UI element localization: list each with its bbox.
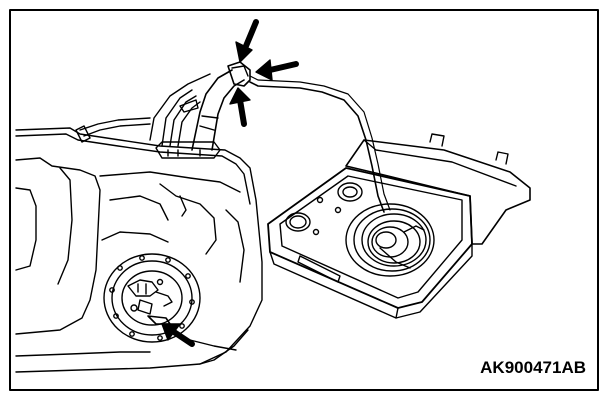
test-hose-outline bbox=[249, 75, 391, 211]
figure-code: AK900471AB bbox=[480, 358, 586, 377]
test-kit-case bbox=[267, 133, 531, 319]
fuel-pump-module bbox=[103, 253, 201, 343]
callout-arrows bbox=[161, 19, 299, 347]
arrow-pump bbox=[161, 323, 195, 347]
fuel-tank bbox=[15, 127, 263, 373]
pump-line bbox=[189, 339, 237, 351]
diagram-frame bbox=[9, 9, 599, 391]
arrow-right bbox=[255, 59, 299, 81]
test-hose bbox=[249, 81, 385, 213]
arrow-bottom bbox=[229, 87, 251, 127]
filler-neck bbox=[75, 61, 251, 159]
arrow-top bbox=[235, 19, 259, 63]
